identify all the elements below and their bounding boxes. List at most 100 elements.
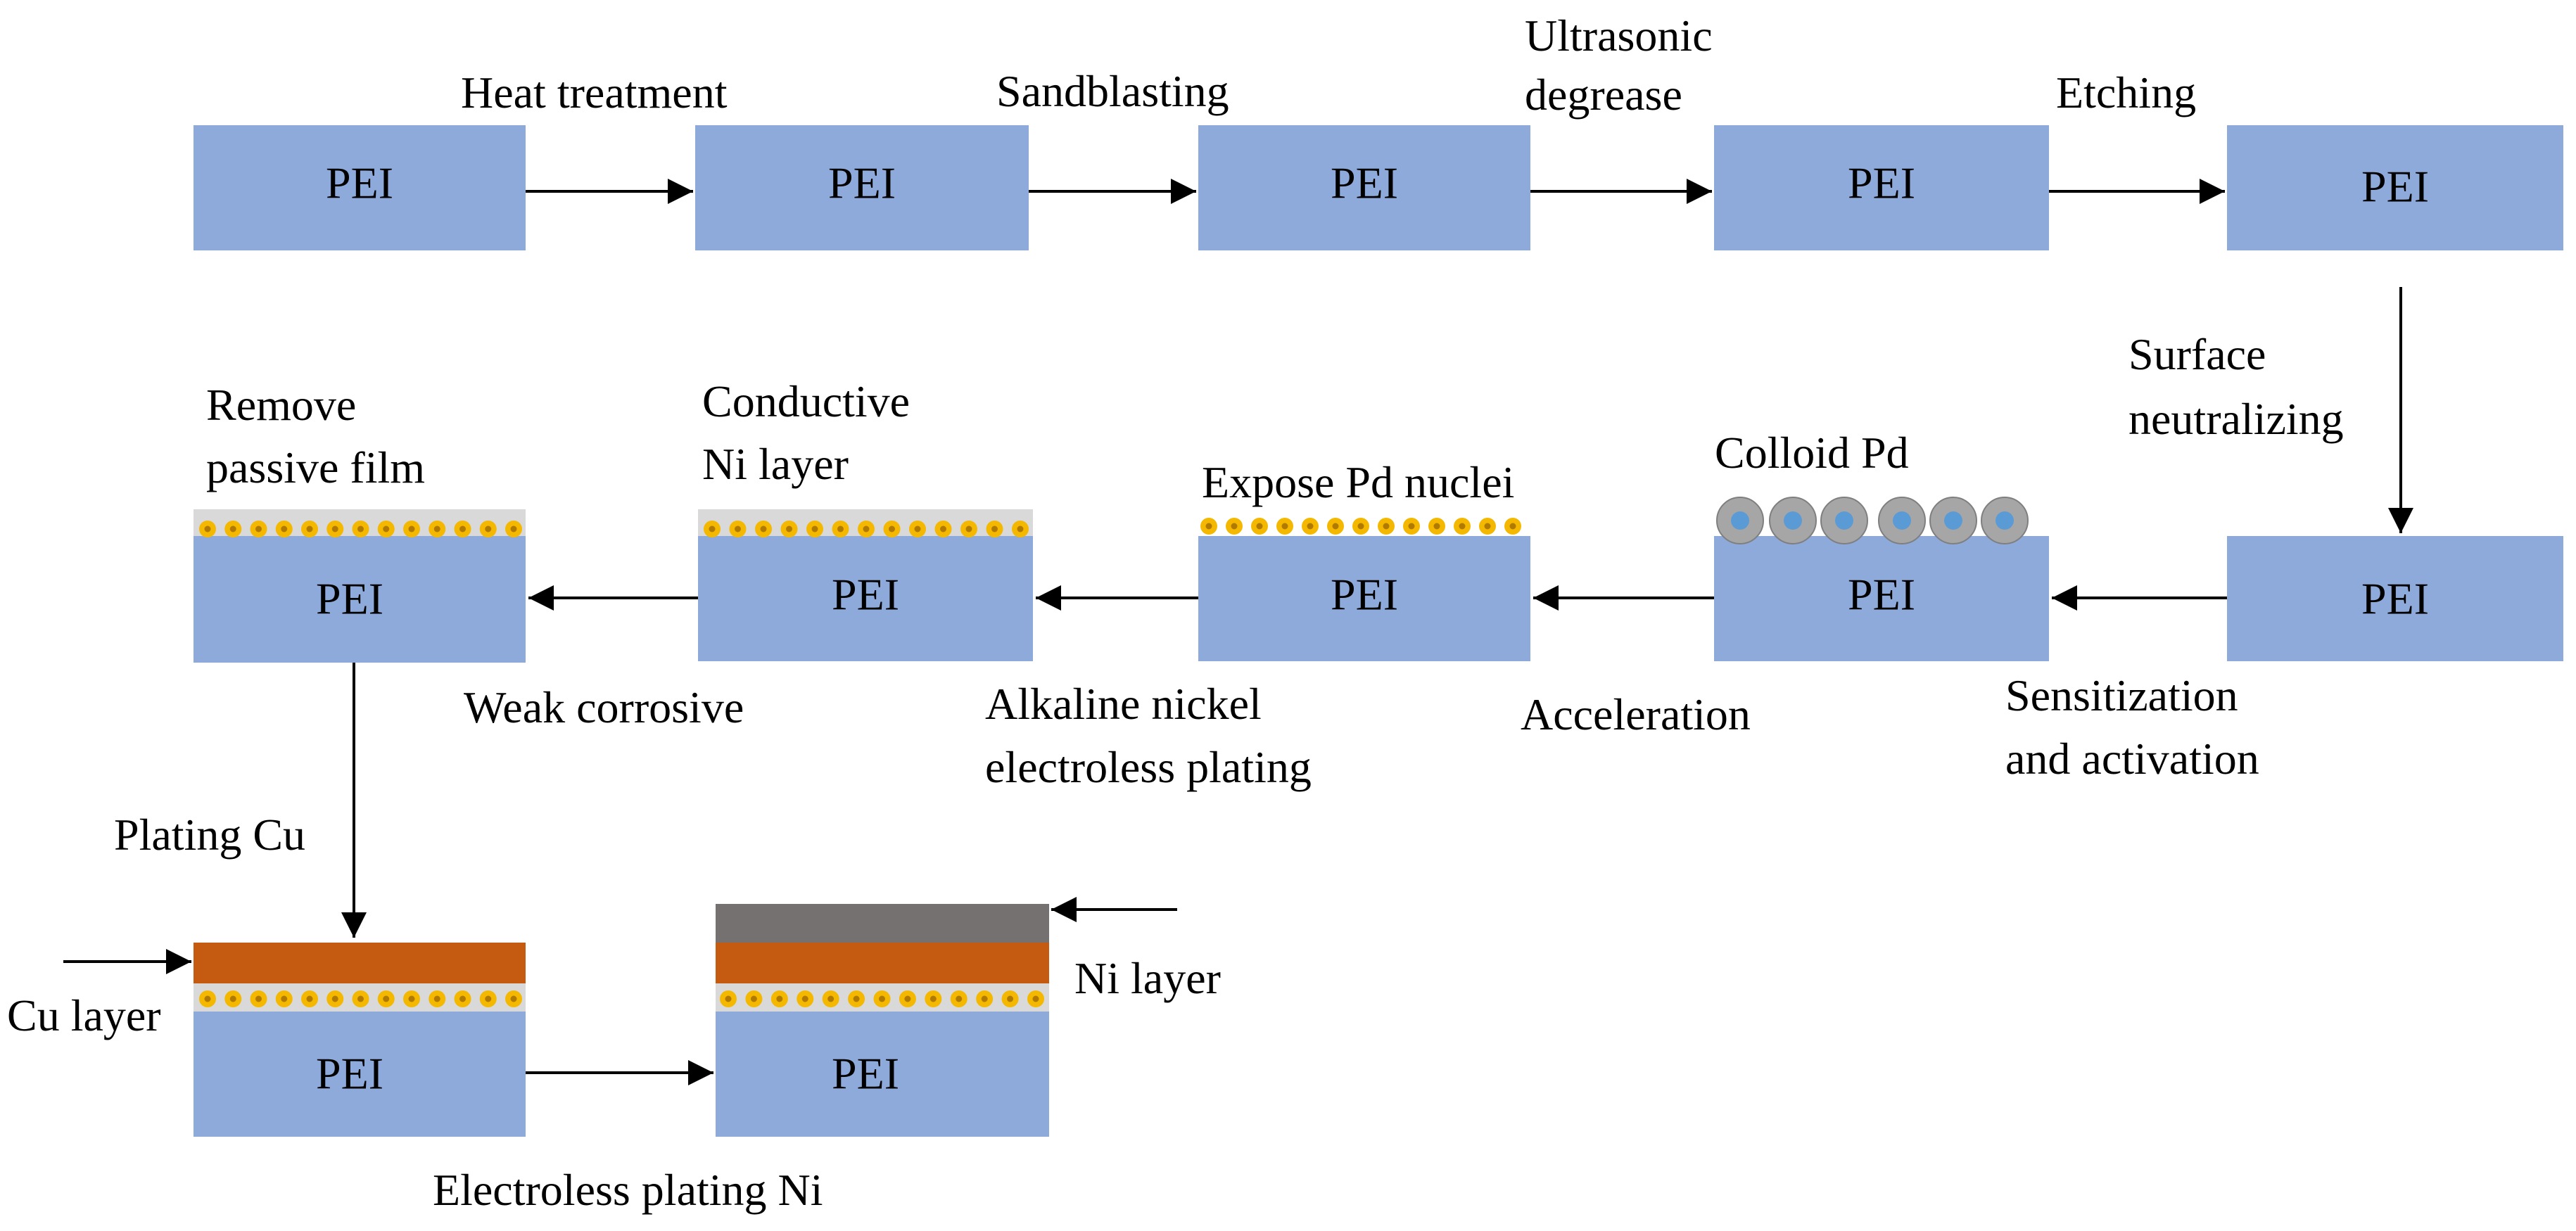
block-12-ni-plated: PEI — [716, 904, 1049, 1137]
pd-particle-core — [1383, 523, 1390, 530]
pei-label: PEI — [832, 1049, 899, 1099]
pei-label: PEI — [2361, 162, 2429, 212]
pei-substrate — [695, 125, 1029, 250]
pd-particle-core — [889, 525, 895, 532]
pd-core — [1996, 511, 2014, 530]
pd-particle-core — [1357, 523, 1364, 530]
pd-particle-core — [1205, 523, 1212, 530]
pei-substrate — [193, 1012, 526, 1137]
pei-substrate — [698, 536, 1033, 661]
pd-particle-core — [801, 995, 808, 1002]
pd-particle-core — [510, 525, 517, 532]
label-sensitization-line2: and activation — [2005, 734, 2259, 784]
pei-substrate — [1714, 125, 2049, 250]
pd-particle-core — [229, 525, 236, 532]
pd-particle-core — [709, 525, 716, 532]
label-sandblasting: Sandblasting — [996, 66, 1229, 116]
pd-particle-core — [1231, 523, 1238, 530]
pd-nuclei — [704, 521, 1029, 537]
pd-core — [1835, 511, 1853, 530]
label-ni-layer: Ni layer — [1074, 953, 1221, 1003]
label-surface-line1: Surface — [2128, 329, 2266, 379]
pd-particle-core — [357, 525, 364, 532]
block-11-cu-plated: PEI — [193, 943, 526, 1137]
pd-particle-core — [433, 525, 440, 532]
block-3: PEI — [1198, 125, 1530, 250]
ni-layer — [716, 904, 1049, 944]
block-4: PEI — [1714, 125, 2049, 250]
pei-label: PEI — [1848, 570, 1915, 620]
pd-particle-core — [827, 995, 835, 1002]
pd-particle-core — [1307, 523, 1314, 530]
pei-label: PEI — [828, 158, 896, 208]
pei-substrate — [193, 536, 526, 663]
pei-substrate — [1198, 125, 1530, 250]
label-etching: Etching — [2056, 68, 2196, 117]
pd-particle-core — [776, 995, 783, 1002]
pd-particle-core — [1032, 995, 1039, 1002]
pd-particle-core — [1332, 523, 1339, 530]
pd-particle-core — [204, 525, 211, 532]
pd-particle-core — [485, 525, 492, 532]
label-expose-pd: Expose Pd nuclei — [1202, 457, 1514, 507]
cu-layer — [716, 943, 1049, 985]
pd-particle-core — [204, 995, 211, 1002]
pd-particle-core — [981, 995, 988, 1002]
pd-particle-core — [760, 525, 767, 532]
pd-core — [1893, 511, 1911, 530]
pd-particle-core — [331, 525, 338, 532]
pei-label: PEI — [1331, 570, 1398, 620]
block-2: PEI — [695, 125, 1029, 250]
label-conductive-line2: Ni layer — [702, 439, 849, 489]
pd-particle-core — [459, 525, 466, 532]
pd-particle-core — [1007, 995, 1014, 1002]
block-10-passive-removed: PEI — [193, 509, 526, 663]
pd-particle-core — [811, 525, 818, 532]
pd-particle-core — [459, 995, 466, 1002]
pd-nuclei — [199, 990, 522, 1007]
block-1: PEI — [193, 125, 526, 250]
pd-particle-core — [1281, 523, 1288, 530]
pd-particle-core — [940, 525, 946, 532]
label-conductive-line1: Conductive — [702, 376, 910, 426]
pd-particle-core — [357, 995, 364, 1002]
pd-particle-core — [929, 995, 937, 1002]
pd-core — [1784, 511, 1802, 530]
pd-particle-core — [1433, 523, 1440, 530]
colloid-pd-particles — [1716, 497, 2029, 544]
label-ultrasonic-line1: Ultrasonic — [1525, 11, 1713, 60]
pd-particle-core — [331, 995, 338, 1002]
pd-particle-core — [255, 995, 262, 1002]
pei-label: PEI — [1848, 158, 1915, 208]
pei-label: PEI — [326, 158, 393, 208]
pei-label: PEI — [2361, 574, 2429, 624]
pd-particle-core — [306, 525, 313, 532]
pd-particle-core — [255, 525, 262, 532]
block-7-colloid-pd: PEI — [1714, 497, 2049, 661]
cu-layer — [193, 943, 526, 985]
pd-particle-core — [725, 995, 732, 1002]
pei-label: PEI — [832, 570, 899, 620]
pd-particle-core — [229, 995, 236, 1002]
label-remove-line2: passive film — [206, 442, 425, 492]
pd-particle-core — [306, 995, 313, 1002]
pei-substrate — [2227, 536, 2563, 661]
pei-substrate — [193, 125, 526, 250]
block-8-exposed-pd: PEI — [1198, 518, 1530, 661]
label-cu-layer: Cu layer — [7, 990, 161, 1040]
pei-label: PEI — [316, 574, 383, 624]
label-sensitization-line1: Sensitization — [2005, 670, 2238, 720]
pd-particle-core — [433, 995, 440, 1002]
pei-substrate — [716, 1012, 1049, 1137]
pd-particle-core — [408, 525, 415, 532]
pd-particle-core — [383, 995, 390, 1002]
pd-particle-core — [1017, 525, 1024, 532]
pd-nuclei — [720, 990, 1044, 1007]
pd-particle-core — [991, 525, 998, 532]
pd-particle-core — [1509, 523, 1516, 530]
pd-particle-core — [853, 995, 860, 1002]
pd-particle-core — [1484, 523, 1491, 530]
pei-substrate — [2227, 125, 2563, 250]
pd-particle-core — [510, 995, 517, 1002]
